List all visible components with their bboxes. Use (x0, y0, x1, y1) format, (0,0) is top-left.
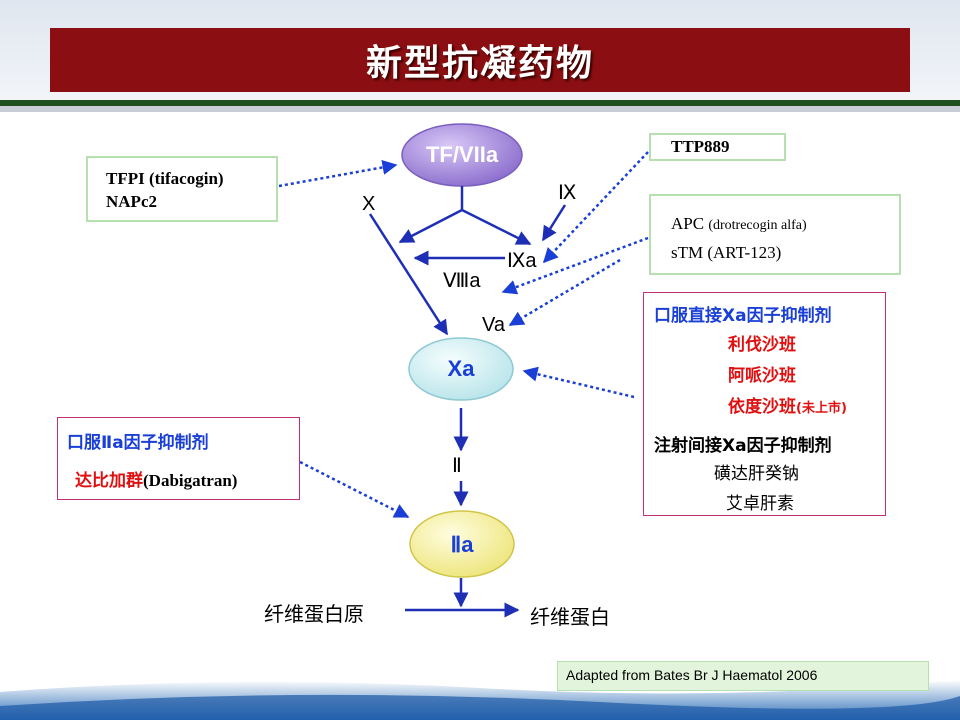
oral-xa-item-2: 阿哌沙班 (728, 366, 796, 386)
arrow-ix-to-ixa (541, 204, 567, 242)
node-iia-label: Ⅱa (450, 532, 474, 557)
apc-inhibitor-box: APC (drotrecogin alfa) sTM (ART-123) (649, 194, 901, 275)
oral-xa-item-3-note: (未上市) (796, 401, 847, 416)
label-viiia: Ⅷa (443, 270, 481, 292)
oral-xa-item-1: 利伐沙班 (728, 335, 796, 355)
injection-xa-item-2: 艾卓肝素 (726, 494, 794, 514)
node-xa-label: Xa (447, 356, 475, 381)
citation-box: Adapted from Bates Br J Haematol 2006 (557, 661, 929, 691)
xa-inhibitors-box: 口服直接Xa因子抑制剂 利伐沙班 阿哌沙班 依度沙班(未上市) 注射间接Xa因子… (643, 292, 886, 516)
oral-xa-heading: 口服直接Xa因子抑制剂 (654, 306, 832, 326)
ttp-inhibitor-box: TTP889 (649, 133, 786, 161)
injection-xa-heading: 注射间接Xa因子抑制剂 (654, 436, 832, 456)
header-divider (0, 100, 960, 106)
dabigatran-en: (Dabigatran) (143, 471, 238, 490)
label-ii: Ⅱ (452, 455, 462, 477)
apc-note: (drotrecogin alfa) (708, 218, 807, 233)
label-ix: Ⅸ (558, 182, 577, 204)
label-va: Va (482, 314, 505, 336)
footer-wave-decoration (0, 680, 960, 720)
label-fibrinogen: 纤维蛋白原 (264, 604, 364, 626)
arrow-tf-to-ixa (461, 208, 532, 246)
dotted-xa-inhibitors-to-xa (522, 366, 635, 399)
arrow-x-to-xa (368, 213, 449, 336)
dotted-ttp-to-ixa (542, 151, 649, 264)
citation-text: Adapted from Bates Br J Haematol 2006 (566, 667, 818, 683)
dabigatran-cn: 达比加群 (75, 471, 143, 491)
iia-inhibitors-box: 口服Ⅱa因子抑制剂 达比加群(Dabigatran) (57, 417, 300, 500)
label-x: X (362, 193, 376, 215)
header-divider-shadow (0, 106, 960, 112)
node-xa (408, 337, 514, 401)
label-fibrin: 纤维蛋白 (530, 607, 610, 629)
node-tf-viia-label: TF/VIIa (425, 142, 499, 167)
page-title: 新型抗凝药物 (365, 43, 594, 84)
dotted-tfpi-to-tf (278, 160, 398, 188)
tfpi-line1: TFPI (tifacogin) (106, 169, 224, 188)
node-iia (409, 510, 515, 578)
apc-name: APC (671, 214, 709, 233)
iia-inhibitors-heading: 口服Ⅱa因子抑制剂 (67, 433, 209, 453)
injection-xa-item-1: 磺达肝癸钠 (714, 464, 799, 484)
label-ixa: Ⅸa (507, 250, 537, 272)
dotted-iia-inhibitors-to-iia (299, 460, 410, 519)
oral-xa-item-3: 依度沙班(未上市) (728, 392, 847, 417)
iia-inhibitors-item: 达比加群(Dabigatran) (75, 466, 237, 491)
arrow-tf-to-left (398, 208, 463, 244)
apc-line1: APC (drotrecogin alfa) (671, 210, 899, 239)
tfpi-line2: NAPc2 (106, 192, 157, 211)
dotted-apc-to-viiia (501, 236, 649, 295)
oral-xa-item-3-name: 依度沙班 (728, 397, 796, 417)
apc-line2: sTM (ART-123) (671, 243, 782, 262)
ttp-line1: TTP889 (671, 137, 730, 156)
tfpi-inhibitor-box: TFPI (tifacogin) NAPc2 (86, 156, 278, 222)
title-bar: 新型抗凝药物 (50, 28, 910, 92)
